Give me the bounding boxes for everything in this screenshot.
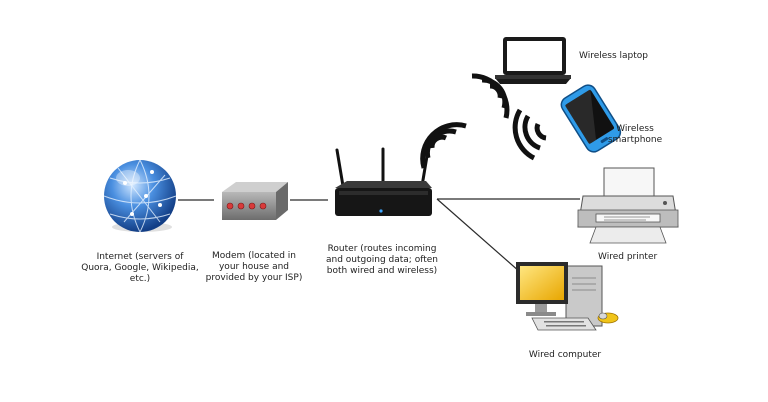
laptop-wifi-icon [471, 73, 510, 119]
router-label: Router (routes incoming and outgoing dat… [326, 244, 438, 276]
modem-label: Modem (located in your house and provide… [205, 251, 303, 283]
globe-icon [103, 159, 177, 233]
printer-label: Wired printer [598, 252, 658, 262]
router-icon [335, 147, 432, 216]
router-computer-link [436, 198, 521, 273]
smartphone-wifi-icon [512, 108, 547, 161]
modem-icon [222, 182, 288, 220]
computer-label: Wired computer [528, 350, 602, 360]
printer-icon [577, 167, 679, 244]
router-wifi-icon [420, 122, 467, 169]
laptop-label: Wireless laptop [579, 51, 648, 61]
connections [178, 198, 580, 273]
smartphone-icon [560, 84, 622, 153]
desktop-computer-icon [516, 262, 619, 331]
internet-label: Internet (servers of Quora, Google, Wiki… [81, 252, 199, 284]
smartphone-label: Wireless smartphone [607, 124, 663, 145]
laptop-icon [495, 37, 571, 84]
